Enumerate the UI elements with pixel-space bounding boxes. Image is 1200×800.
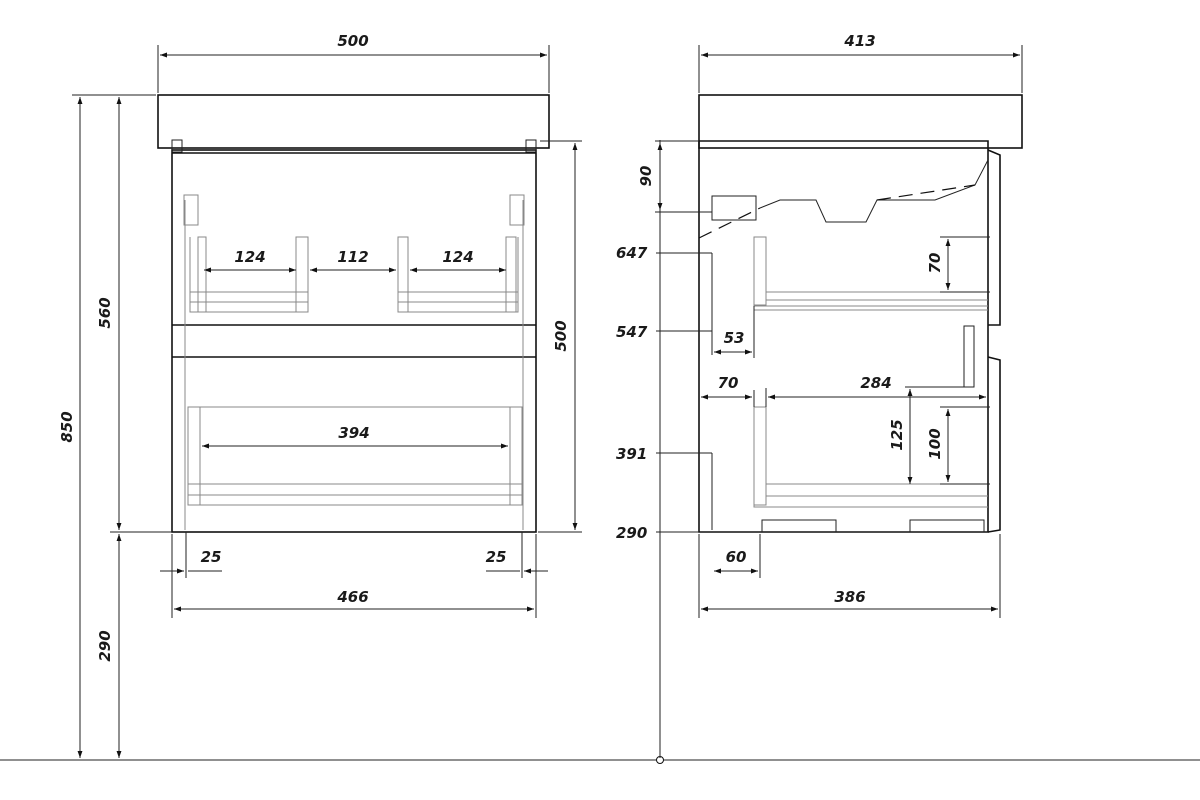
- dim-side-top-offset: 90: [637, 166, 655, 187]
- front-lower-drawer-right-slot: [509, 406, 523, 506]
- dim-side-inset-70: 70: [718, 374, 739, 392]
- side-door-lower: [987, 356, 1001, 533]
- dim-front-leg-right: 25: [486, 548, 507, 566]
- dim-side-body-depth: 386: [834, 588, 865, 606]
- side-lower-drawer: [753, 407, 988, 508]
- side-handle-rail: [963, 325, 975, 388]
- side-foot-front: [909, 519, 985, 532]
- front-upper-drawer-mid-right-slot: [397, 236, 409, 313]
- front-hinge-left: [183, 194, 199, 226]
- dim-side-foot: 60: [726, 548, 747, 566]
- dim-side-level-391: 391: [616, 445, 647, 463]
- front-view: 500 850 560 290 500 124 112 124 394 25: [58, 32, 582, 758]
- dim-front-height-body: 500: [552, 320, 570, 351]
- front-upper-drawer-right-slot: [505, 236, 517, 313]
- side-siphon-dashed: [698, 184, 976, 239]
- dim-front-leg-left: 25: [201, 548, 222, 566]
- front-upper-drawer-left-slot: [197, 236, 207, 313]
- dim-side-level-290: 290: [616, 524, 647, 542]
- dim-side-level-547: 547: [616, 323, 648, 341]
- dim-side-drawer-height-upper: 70: [926, 253, 944, 274]
- dim-side-depth-top: 413: [843, 32, 875, 50]
- front-hinge-right: [509, 194, 525, 226]
- dim-front-drawer-gap: 112: [337, 248, 368, 266]
- dim-side-drawer-height-lower-outer: 125: [888, 419, 906, 450]
- front-lower-drawer-left-slot: [187, 406, 201, 506]
- front-post-right: [525, 139, 537, 153]
- dim-side-level-647: 647: [616, 244, 648, 262]
- front-post-left: [171, 139, 183, 153]
- side-siphon-box: [711, 195, 757, 221]
- dim-front-width-top: 500: [337, 32, 368, 50]
- side-countertop: [698, 94, 1023, 149]
- side-upper-drawer-back: [753, 236, 767, 306]
- dim-front-height-cabinet: 560: [96, 297, 114, 328]
- side-foot-back: [761, 519, 837, 532]
- dim-side-inset-53: 53: [724, 329, 745, 347]
- dim-side-drawer-height-lower: 100: [926, 428, 944, 459]
- side-lower-drawer-back: [753, 406, 767, 506]
- dim-front-drawer-lower: 394: [338, 424, 369, 442]
- dim-front-drawer-left: 124: [234, 248, 265, 266]
- dim-front-height-total: 850: [58, 411, 76, 442]
- side-view: 413 90 647 547 391 290 70 53 70 2: [616, 32, 1023, 758]
- dim-front-body-width: 466: [336, 588, 368, 606]
- front-cabinet-body: [171, 149, 537, 533]
- dim-front-drawer-right: 124: [442, 248, 473, 266]
- front-countertop: [157, 94, 550, 149]
- front-upper-drawer-mid-left-slot: [295, 236, 309, 313]
- dim-front-floor: 290: [96, 630, 114, 661]
- side-upper-drawer: [753, 237, 988, 307]
- dim-side-drawer-depth: 284: [860, 374, 891, 392]
- side-door-upper: [987, 149, 1001, 326]
- side-siphon-profile: [759, 159, 989, 223]
